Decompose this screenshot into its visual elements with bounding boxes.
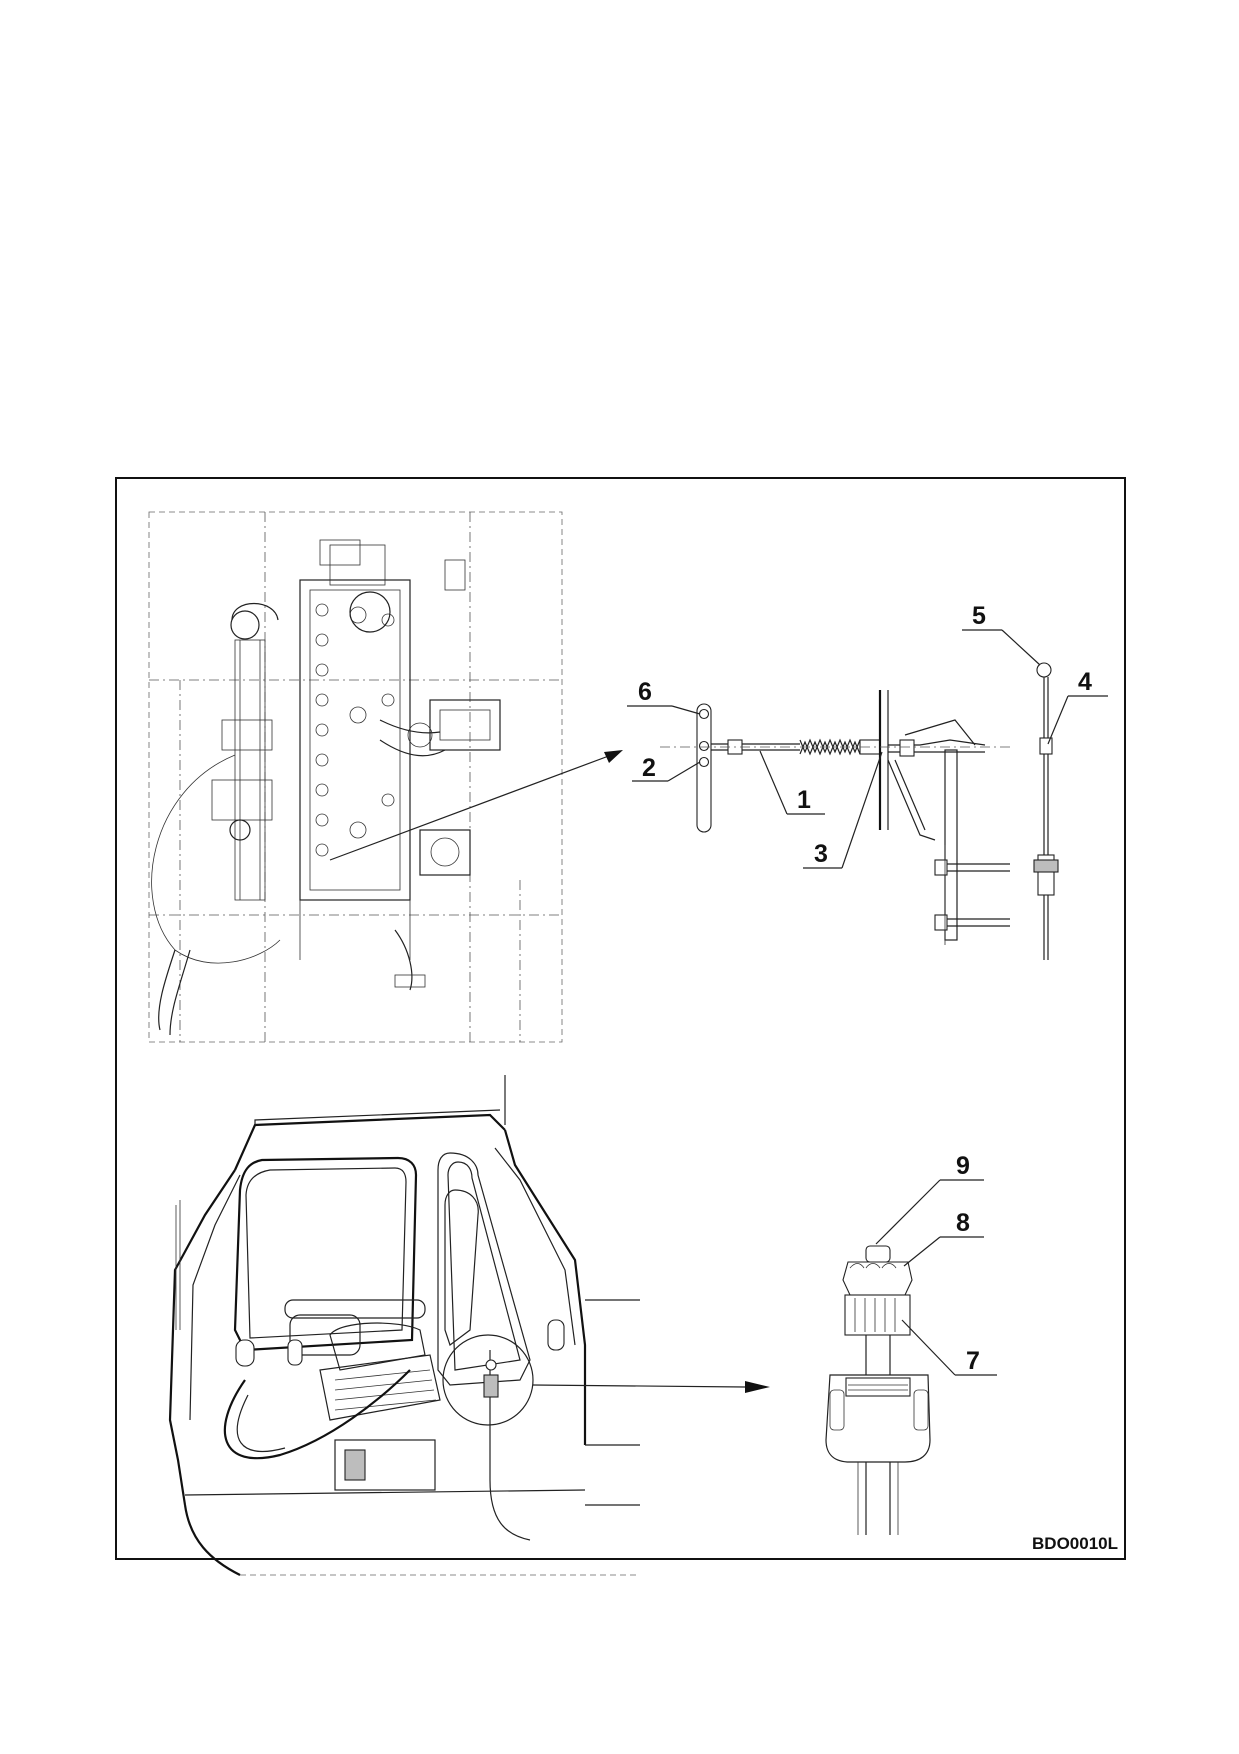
callout-3: 3 [803, 751, 883, 869]
callout-2: 2 [632, 754, 701, 782]
callout-1: 1 [759, 750, 825, 815]
callout-6-label: 6 [638, 678, 652, 706]
callout-5-label: 5 [972, 602, 986, 630]
figure-id: BDO0010L [1032, 1534, 1118, 1553]
callout-7-label: 7 [966, 1347, 980, 1375]
callout-1-label: 1 [797, 786, 811, 814]
callout-6: 6 [627, 678, 701, 715]
detail-arrow-lower [532, 1384, 746, 1388]
cab-view [168, 1075, 640, 1576]
figure-frame [115, 477, 1126, 1560]
engine-top-view [148, 511, 563, 1043]
handle-knob-detail [825, 1245, 931, 1535]
callout-9: 9 [875, 1152, 984, 1245]
callout-3-label: 3 [814, 840, 828, 868]
callout-8: 8 [903, 1209, 984, 1267]
cable-ball-end-detail [1033, 662, 1059, 960]
callout-4: 4 [1047, 668, 1108, 745]
callout-8-label: 8 [956, 1209, 970, 1237]
throttle-cable-detail [660, 690, 1012, 945]
callout-5: 5 [962, 602, 1041, 666]
detail-arrow-upper [329, 753, 615, 861]
callout-2-label: 2 [642, 754, 656, 782]
callout-7: 7 [901, 1319, 997, 1376]
callout-9-label: 9 [956, 1152, 970, 1180]
callout-4-label: 4 [1078, 668, 1092, 696]
